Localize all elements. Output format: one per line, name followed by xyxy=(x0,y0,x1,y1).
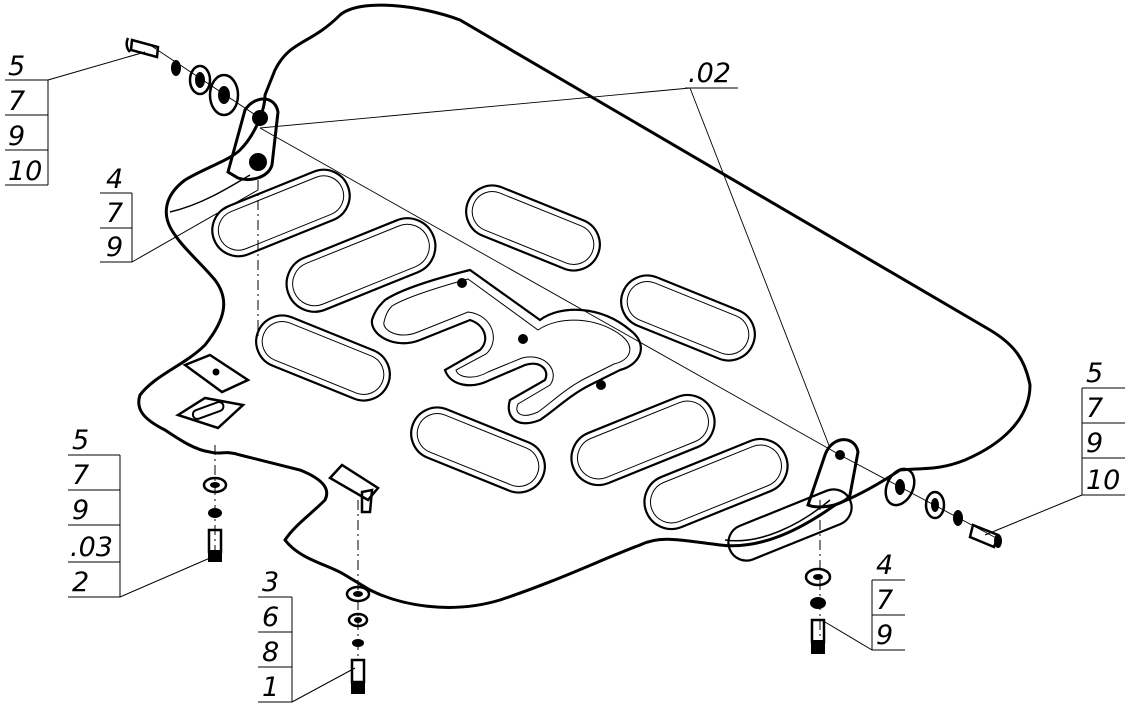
callout-label: 8 xyxy=(262,637,279,668)
callout-label: 7 xyxy=(106,198,123,229)
callout-brackets: .02 xyxy=(685,58,738,89)
rib-2 xyxy=(285,217,437,313)
callout-label: 10 xyxy=(1086,465,1120,496)
callout-label: 4 xyxy=(876,550,893,581)
bracket-right xyxy=(806,438,860,509)
rib-9-partial xyxy=(727,488,853,562)
hardware-bottom-center xyxy=(345,585,371,694)
callout-right: 5 7 9 10 xyxy=(984,358,1125,536)
centerlines xyxy=(214,180,821,660)
callout-label: 2 xyxy=(72,567,89,598)
callout-label: 7 xyxy=(72,460,89,491)
callout-label: 9 xyxy=(1086,428,1103,459)
callout-label: 9 xyxy=(106,232,123,263)
hardware-bottom-right xyxy=(804,567,832,654)
rib-serpentine-inner xyxy=(383,278,631,416)
callout-label: 6 xyxy=(262,602,279,633)
callout-label: .03 xyxy=(70,532,113,563)
callout-label: 3 xyxy=(262,567,279,598)
stamped-ribs xyxy=(211,168,853,562)
callout-label: .02 xyxy=(688,58,731,89)
hardware-bottom-left xyxy=(202,476,228,562)
plate-outline xyxy=(137,3,1032,609)
callout-label: 5 xyxy=(1086,358,1103,389)
rib-8 xyxy=(643,437,789,531)
center-tab xyxy=(328,463,380,514)
rib-7 xyxy=(570,393,716,487)
callout-label: 7 xyxy=(8,86,25,117)
hardware-right xyxy=(884,467,1002,549)
rib-serpentine xyxy=(370,268,642,425)
bracket-top-left xyxy=(226,97,280,181)
callout-bottom-left: 5 7 9 .03 2 xyxy=(68,425,211,598)
plate-hole-1 xyxy=(457,278,467,288)
callout-label: 9 xyxy=(876,620,893,651)
callout-label: 4 xyxy=(106,164,123,195)
plate-hole-2 xyxy=(518,334,528,344)
skid-plate xyxy=(137,3,1032,609)
rib-5 xyxy=(255,314,391,402)
plate-hole-3 xyxy=(596,380,606,390)
callout-label: 9 xyxy=(72,495,89,526)
callout-left-bracket: 4 7 9 xyxy=(100,164,259,263)
callout-bottom-right: 4 7 9 xyxy=(824,550,905,651)
callout-label: 7 xyxy=(1086,393,1103,424)
rib-3 xyxy=(465,184,601,272)
callout-bottom-center: 3 6 8 1 xyxy=(258,567,356,703)
callout-label: 10 xyxy=(8,156,42,187)
assembly-axes xyxy=(149,44,1001,541)
callout-label: 1 xyxy=(262,672,279,703)
rib-1 xyxy=(211,168,351,258)
callout-label: 5 xyxy=(8,51,25,82)
callout-label: 7 xyxy=(876,585,893,616)
callout-top-left: 5 7 9 10 xyxy=(5,51,146,187)
rib-6 xyxy=(410,406,546,494)
left-tabs xyxy=(175,353,251,430)
rib-4 xyxy=(620,274,756,362)
hardware-top-left xyxy=(125,37,240,117)
callout-label: 9 xyxy=(8,121,25,152)
callout-label: 5 xyxy=(72,425,89,456)
